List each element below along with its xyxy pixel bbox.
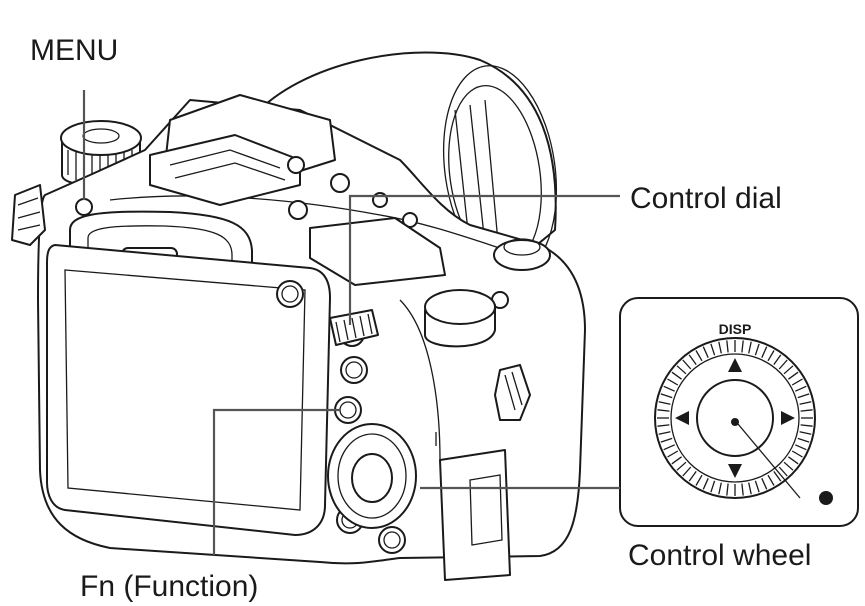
knurl-tick bbox=[741, 483, 744, 496]
knurl-tick bbox=[657, 409, 670, 412]
knurl-tick bbox=[702, 478, 709, 490]
knurl-tick bbox=[695, 474, 703, 486]
leader-lines bbox=[82, 90, 620, 555]
control-dial-leader bbox=[348, 194, 620, 325]
knurl-tick bbox=[761, 346, 768, 358]
knurl-tick bbox=[726, 483, 729, 496]
knurl-tick bbox=[688, 471, 697, 482]
knurl-tick bbox=[773, 471, 782, 482]
knurl-tick bbox=[767, 474, 775, 486]
knurl-tick bbox=[718, 341, 722, 354]
knurl-tick bbox=[795, 444, 807, 451]
knurl-tick bbox=[726, 340, 729, 353]
knurl-tick bbox=[795, 385, 807, 392]
disp-label: DISP bbox=[719, 321, 752, 337]
knurl-tick bbox=[710, 480, 716, 493]
knurl-tick bbox=[783, 365, 794, 375]
knurl-tick bbox=[660, 437, 673, 443]
down-arrow-icon bbox=[728, 464, 742, 478]
knurl-tick bbox=[682, 466, 692, 477]
knurl-tick bbox=[710, 343, 716, 356]
knurl-tick bbox=[663, 385, 675, 392]
knurl-tick bbox=[676, 365, 687, 375]
knurl-tick bbox=[778, 359, 788, 370]
knurl-tick bbox=[788, 371, 799, 380]
knurl-tick bbox=[660, 393, 673, 399]
knurl-tick bbox=[799, 431, 812, 435]
knurl-tick bbox=[797, 437, 810, 443]
knurl-tick bbox=[748, 482, 752, 495]
knurl-tick bbox=[767, 350, 775, 362]
wheel-knurling bbox=[657, 340, 813, 496]
knurl-tick bbox=[718, 482, 722, 495]
center-button-bullet-icon bbox=[819, 491, 833, 505]
control-dial-label: Control dial bbox=[630, 182, 782, 215]
knurl-tick bbox=[761, 478, 768, 490]
knurl-tick bbox=[800, 424, 813, 427]
knurl-tick bbox=[791, 450, 803, 458]
fn-leader bbox=[212, 408, 340, 555]
left-arrow-icon bbox=[675, 411, 689, 425]
knurl-tick bbox=[778, 466, 788, 477]
knurl-tick bbox=[671, 456, 682, 465]
knurl-tick bbox=[783, 461, 794, 471]
lcd-screen bbox=[46, 244, 331, 536]
knurl-tick bbox=[658, 401, 671, 405]
knurl-tick bbox=[797, 393, 810, 399]
control-wheel-label: Control wheel bbox=[628, 539, 811, 572]
rear-buttons bbox=[276, 280, 511, 581]
knurl-tick bbox=[754, 480, 760, 493]
knurl-tick bbox=[657, 424, 670, 427]
menu-label: MENU bbox=[30, 34, 118, 67]
knurl-tick bbox=[748, 341, 752, 354]
knurl-tick bbox=[671, 371, 682, 380]
knurl-tick bbox=[741, 340, 744, 353]
knurl-tick bbox=[667, 450, 679, 458]
knurl-tick bbox=[788, 456, 799, 465]
control-wheel-inset: DISP bbox=[619, 297, 859, 527]
knurl-tick bbox=[676, 461, 687, 471]
knurl-tick bbox=[800, 409, 813, 412]
right-arrow-icon bbox=[781, 411, 795, 425]
knurl-tick bbox=[667, 378, 679, 386]
knurl-tick bbox=[773, 354, 782, 365]
knurl-tick bbox=[658, 431, 671, 435]
knurl-tick bbox=[688, 354, 697, 365]
fn-label: Fn (Function) bbox=[80, 570, 258, 603]
knurl-tick bbox=[702, 346, 709, 358]
knurl-tick bbox=[791, 378, 803, 386]
up-arrow-icon bbox=[728, 358, 742, 372]
knurl-tick bbox=[754, 343, 760, 356]
knurl-tick bbox=[799, 401, 812, 405]
knurl-tick bbox=[682, 359, 692, 370]
knurl-tick bbox=[663, 444, 675, 451]
knurl-tick bbox=[695, 350, 703, 362]
